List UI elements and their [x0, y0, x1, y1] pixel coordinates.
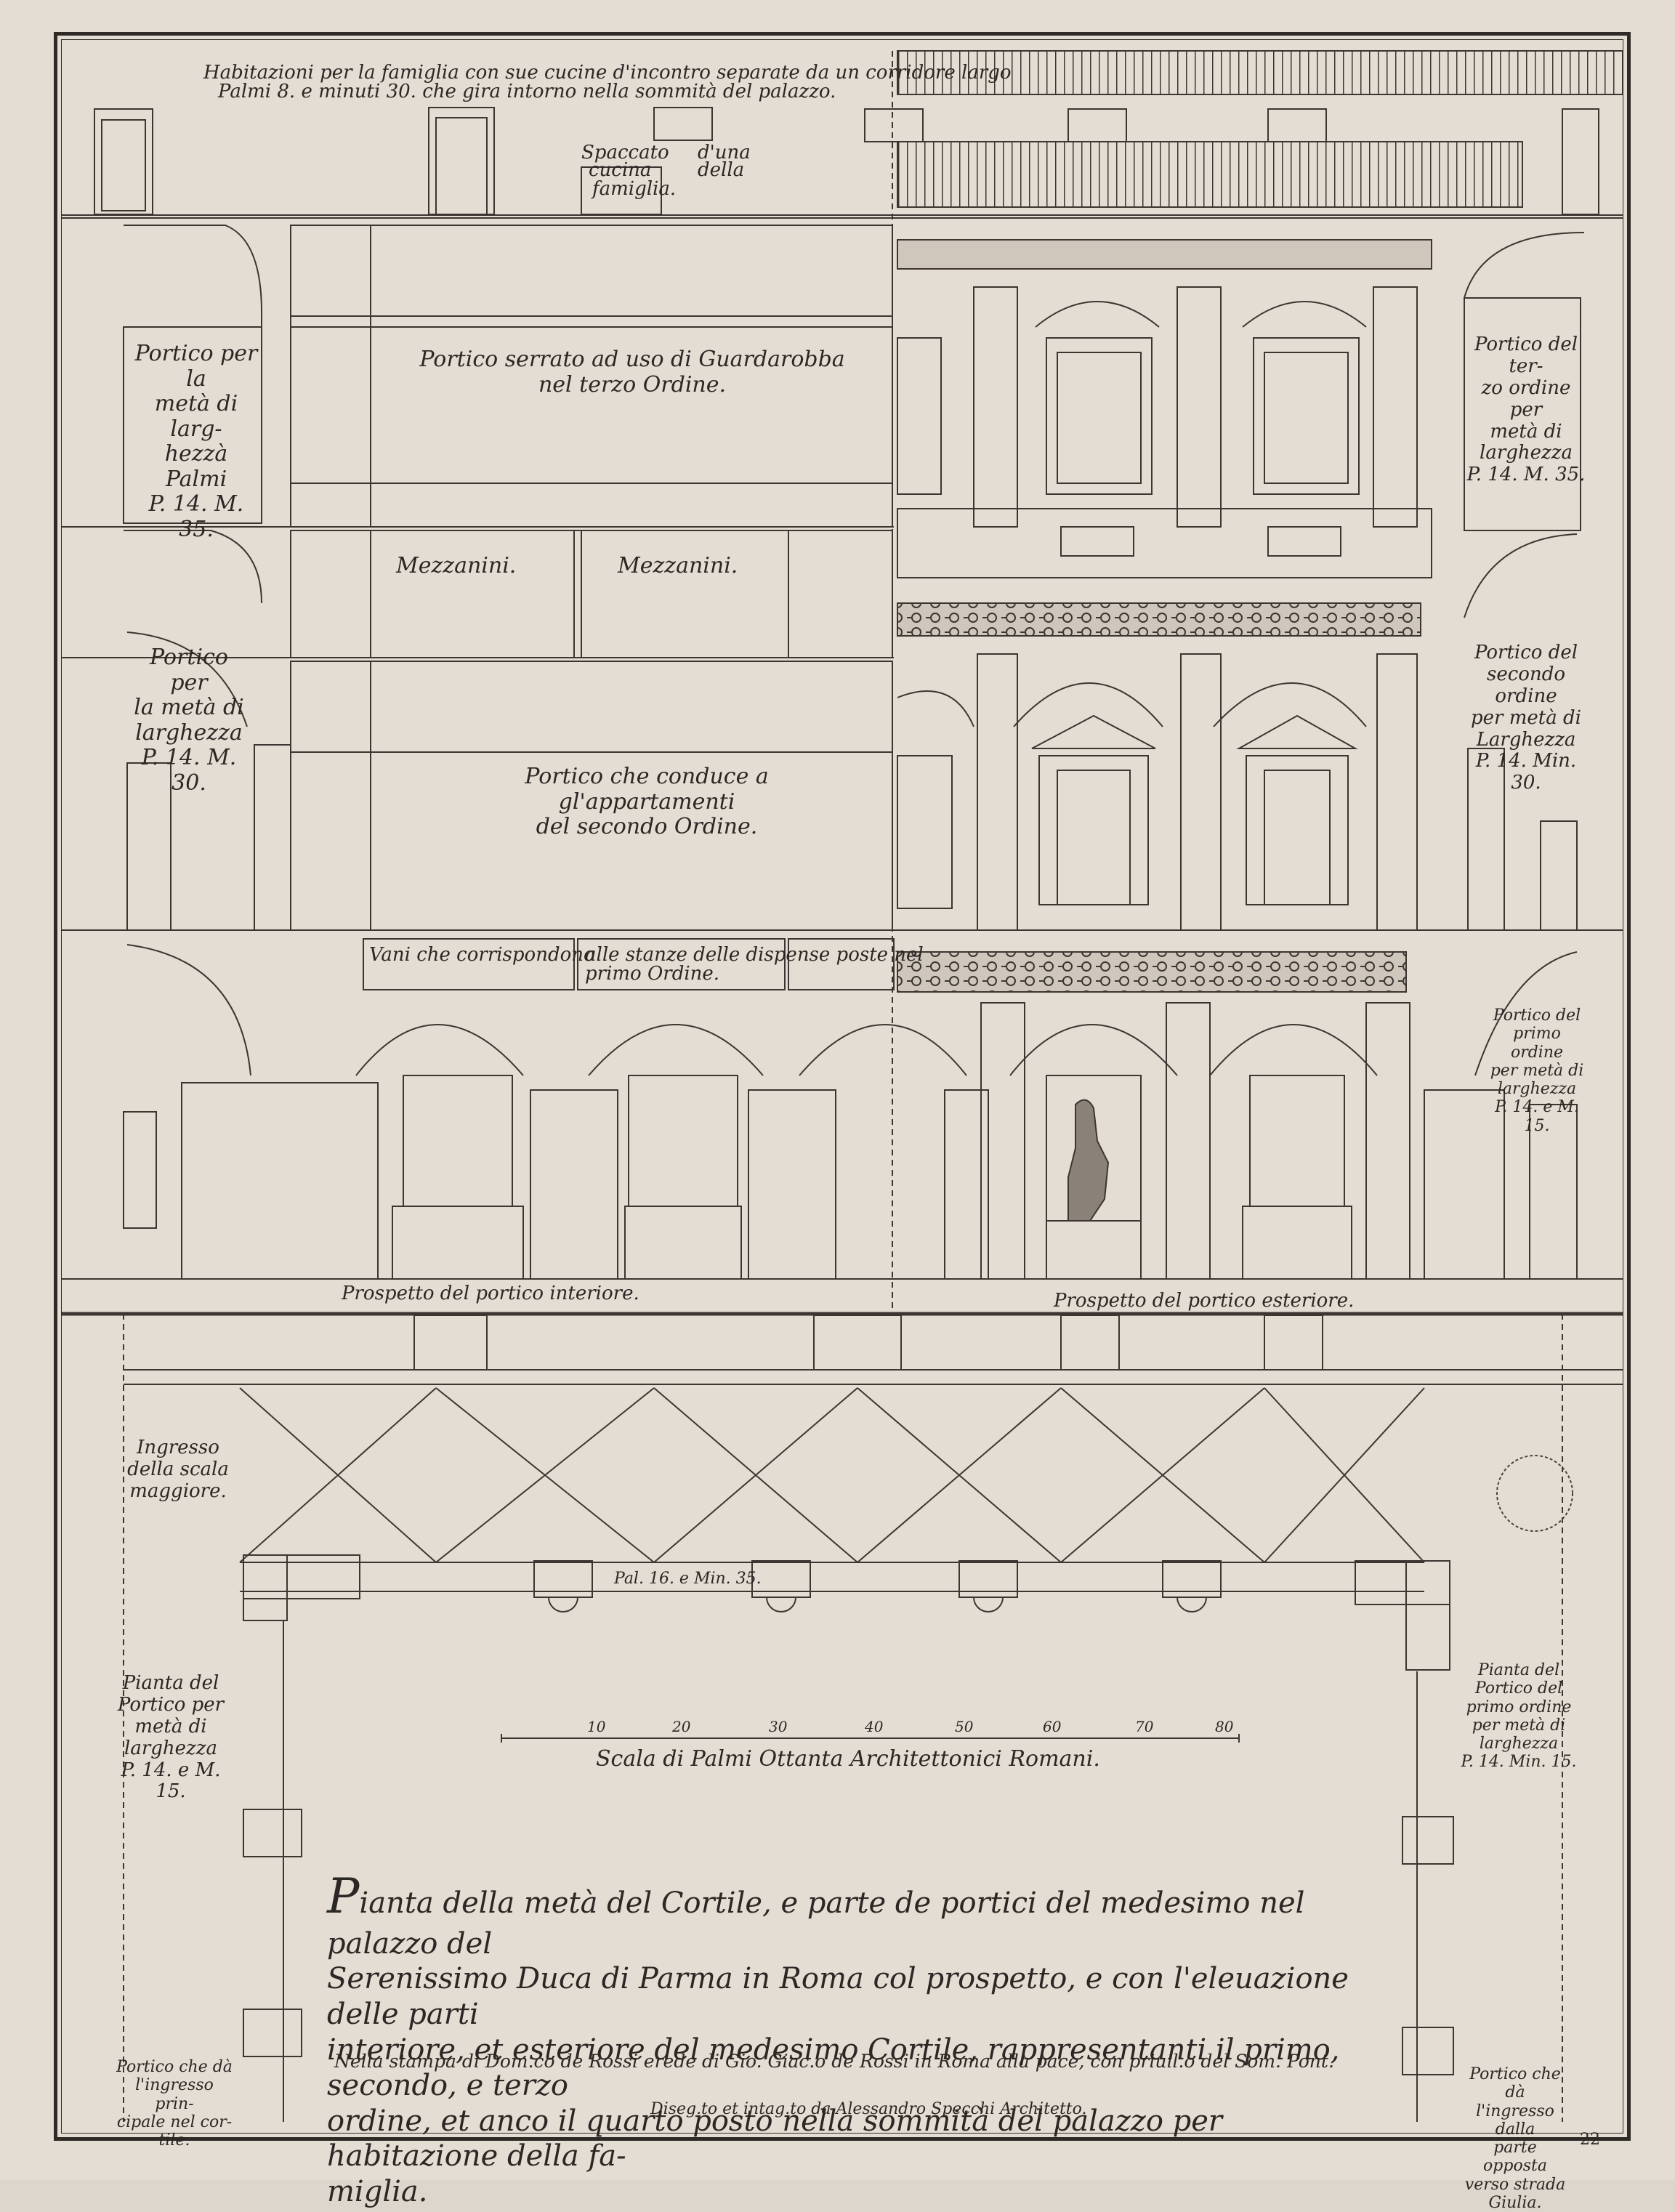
third-order-right-note: Portico del ter- zo ordine per metà di l…	[1466, 334, 1586, 486]
spaccato-della: della	[698, 159, 745, 181]
title-initial: P	[327, 1868, 360, 1924]
page-number: 22	[1580, 2131, 1600, 2149]
third-order-center-note: Portico serrato ad uso di Guardarobba ne…	[419, 347, 845, 397]
second-order-left-note: Portico per la metà di larghezza P. 14. …	[134, 645, 244, 796]
spaccato-label: Spaccato	[581, 142, 669, 164]
scale-tick-label: 70	[1135, 1718, 1154, 1735]
scale-tick-label: 10	[587, 1718, 606, 1735]
scale-tick-label: 40	[865, 1718, 884, 1735]
spaccato-cucina: cucina	[589, 159, 652, 181]
plan-portico-left-note: Portico che dà l'ingresso prin- cipale n…	[116, 2058, 233, 2150]
plan-pianta-left-note: Pianta del Portico per metà di larghezza…	[117, 1672, 225, 1803]
mezzanine-left-label: Mezzanini.	[396, 553, 517, 578]
outer-frame	[54, 32, 1631, 2141]
mezzanine-right-label: Mezzanini.	[618, 553, 738, 578]
scale-tick-label: 80	[1215, 1718, 1234, 1735]
caption-interior-portico: Prospetto del portico interiore.	[342, 1283, 639, 1304]
scale-tick-label: 60	[1043, 1718, 1062, 1735]
second-order-center-note: Portico che conduce a gl'appartamenti de…	[525, 764, 769, 839]
plan-pianta-right-note: Pianta del Portico del primo ordine per …	[1461, 1661, 1577, 1772]
spaccato-duna: d'una	[698, 142, 751, 164]
third-order-left-note: Portico per la metà di larg- hezzà Palmi…	[134, 341, 258, 542]
first-order-box2: alle stanze delle dispense poste nel	[585, 944, 924, 966]
scale-tick-label: 20	[672, 1718, 691, 1735]
engraving-title: Pianta della metà del Cortile, e parte d…	[327, 1868, 1349, 2209]
second-order-right-note: Portico del secondo ordine per metà di L…	[1471, 642, 1581, 794]
top-note-line1: Habitazioni per la famiglia con sue cuci…	[203, 62, 1012, 84]
first-order-box1: Vani che corrispondono	[369, 944, 595, 966]
inner-frame	[61, 39, 1623, 2134]
publisher-imprint: Nella stampa di Dom.co de Rossi erede di…	[334, 2051, 1334, 2072]
plan-portico-right-note: Portico che dà l'ingresso dalla parte op…	[1464, 2065, 1566, 2212]
scale-label: Scala di Palmi Ottanta Architettonici Ro…	[596, 1746, 1100, 1772]
plan-ingresso-note: Ingresso della scala maggiore.	[127, 1437, 229, 1502]
scale-tick-label: 50	[955, 1718, 974, 1735]
scale-tick-label: 30	[769, 1718, 788, 1735]
engraver-credit: Diseg.to et intag.to da Alessandro Specc…	[650, 2100, 1087, 2118]
spaccato-famiglia: famiglia.	[592, 178, 677, 200]
caption-exterior-portico: Prospetto del portico esteriore.	[1054, 1290, 1355, 1312]
first-order-box2b: primo Ordine.	[585, 963, 720, 985]
top-note-line2: Palmi 8. e minuti 30. che gira intorno n…	[218, 81, 836, 102]
first-order-right-note: Portico del primo ordine per metà di lar…	[1490, 1006, 1584, 1135]
plan-dimension-label: Pal. 16. e Min. 35.	[614, 1570, 762, 1588]
